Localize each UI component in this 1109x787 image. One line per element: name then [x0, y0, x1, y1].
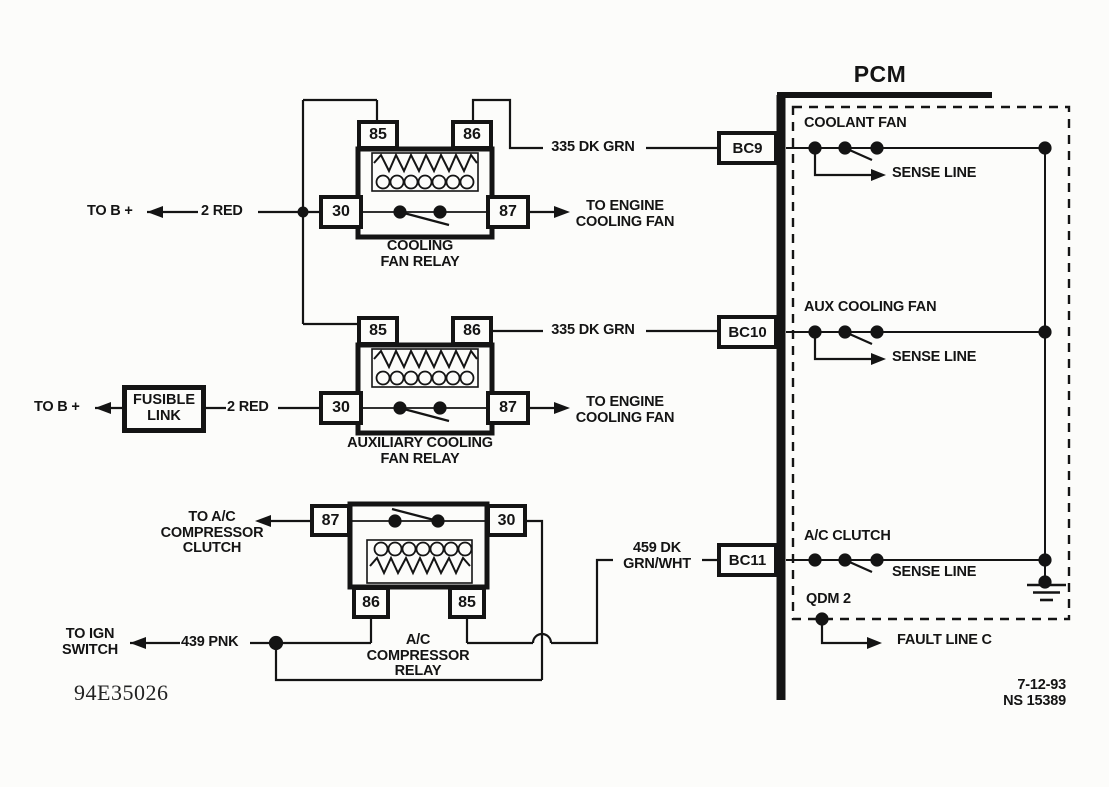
relay1-terminal-30: 30	[319, 195, 363, 229]
relay3-terminal-30: 30	[486, 504, 527, 537]
cooling-fan-relay-symbol	[355, 98, 717, 240]
aux-cooling-fan-label: AUX COOLING FAN	[804, 299, 937, 315]
aux-cooling-fan-relay-symbol	[355, 329, 717, 436]
compressor-relay-wires	[130, 519, 717, 682]
sense-line-label-1: SENSE LINE	[892, 165, 977, 181]
relay3-terminal-85: 85	[448, 586, 486, 619]
relay1-terminal-86: 86	[451, 120, 493, 150]
connector-bc11: BC11	[717, 543, 778, 577]
battery-feed-wires	[95, 98, 379, 410]
relay1-terminal-85: 85	[357, 120, 399, 150]
pcm-title: PCM	[853, 61, 907, 87]
to-ign-switch-label: TO IGN SWITCH	[62, 626, 118, 658]
wire-459dkgrnwht-label: 459 DK GRN/WHT	[623, 540, 691, 572]
connector-bc9: BC9	[717, 131, 778, 165]
relay3-terminal-87: 87	[310, 504, 351, 537]
pcm-driver-switches	[808, 141, 1052, 645]
relay2-terminal-87: 87	[486, 391, 530, 425]
pcm-outline	[776, 92, 1071, 700]
ac-clutch-label: A/C CLUTCH	[804, 528, 891, 544]
footer-ref: NS 15389	[1003, 693, 1066, 709]
qdm2-label: QDM 2	[806, 591, 851, 607]
arrowheads	[95, 169, 886, 649]
sense-line-label-3: SENSE LINE	[892, 564, 977, 580]
ac-compressor-relay-symbol	[268, 501, 490, 590]
wire-335dkgrn-label-1: 335 DK GRN	[551, 139, 635, 155]
sense-line-label-2: SENSE LINE	[892, 349, 977, 365]
fault-line-c-label: FAULT LINE C	[897, 632, 992, 648]
relay1-coil-icon	[375, 174, 475, 190]
relay2-terminal-30: 30	[319, 391, 363, 425]
relay1-name: COOLING FAN RELAY	[380, 238, 460, 270]
coolant-fan-label: COOLANT FAN	[804, 115, 907, 131]
fusible-link-box: FUSIBLE LINK	[122, 385, 206, 433]
relay2-name: AUXILIARY COOLING FAN RELAY	[347, 435, 493, 467]
footer-date: 7-12-93	[1017, 677, 1066, 693]
relay1-terminal-87: 87	[486, 195, 530, 229]
relay2-terminal-85: 85	[357, 316, 399, 346]
relay3-terminal-86: 86	[352, 586, 390, 619]
wire-2red-label-2: 2 RED	[227, 399, 269, 415]
to-b-plus-label-1: TO B +	[87, 203, 133, 219]
wire-2red-label-1: 2 RED	[201, 203, 243, 219]
ground-icon	[1027, 575, 1066, 602]
to-ac-compressor-clutch-label: TO A/C COMPRESSOR CLUTCH	[160, 509, 264, 557]
relay3-coil-icon	[373, 541, 473, 557]
wire-335dkgrn-label-2: 335 DK GRN	[551, 322, 635, 338]
relay2-coil-icon	[375, 370, 475, 386]
drawing-id: 94E35026	[74, 680, 169, 705]
to-b-plus-label-2: TO B +	[34, 399, 80, 415]
wire-439pnk-label: 439 PNK	[181, 634, 239, 650]
relay3-name: A/C COMPRESSOR RELAY	[366, 632, 470, 680]
to-engine-cooling-fan-label-1: TO ENGINE COOLING FAN	[575, 198, 675, 230]
relay2-terminal-86: 86	[451, 316, 493, 346]
to-engine-cooling-fan-label-2: TO ENGINE COOLING FAN	[575, 394, 675, 426]
connector-bc10: BC10	[717, 315, 778, 349]
